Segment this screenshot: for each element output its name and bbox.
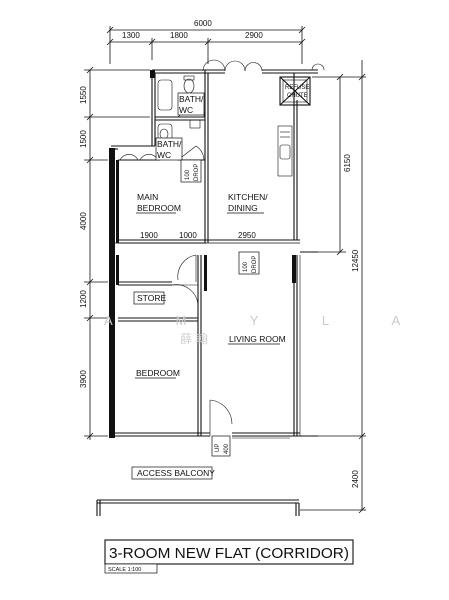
dim-left-5: 3900: [79, 370, 88, 388]
label-bath1-line1: BATH/: [179, 94, 204, 104]
label-bath2-line1: BATH/: [157, 139, 182, 149]
label-kitchen-line1: KITCHEN/: [228, 192, 268, 202]
wall-pier-1: [116, 160, 119, 243]
doors-and-windows: [96, 59, 325, 516]
top-dimension-lines: [106, 26, 306, 64]
label-main-bedroom-line1: MAIN: [137, 192, 158, 202]
label-refuse-line2: CHUTE: [287, 93, 308, 99]
label-kitchen-line2: DINING: [228, 203, 258, 213]
tag-drop2-label: DROP: [252, 256, 258, 273]
dim-overall-width: 6000: [194, 19, 212, 28]
label-access-balcony: ACCESS BALCONY: [137, 468, 215, 478]
tag-drop1-label: DROP: [194, 164, 200, 181]
scale-box: [104, 563, 158, 574]
label-bath1-line2: WC: [179, 105, 193, 115]
label-refuse-line1: REFUSE: [285, 85, 309, 91]
watermark-cn: 薛 翰: [180, 331, 208, 346]
tag-drop2-value: 100: [243, 261, 249, 272]
label-bedroom: BEDROOM: [136, 368, 180, 378]
wall-pier-3: [204, 255, 207, 291]
dim-top-seg2: 1800: [170, 31, 188, 40]
label-store: STORE: [137, 293, 166, 303]
dim-inner-c: 2950: [238, 231, 256, 240]
left-dimension-lines: [84, 66, 150, 440]
dim-left-3: 4000: [79, 212, 88, 230]
tag-drop1-value: 100: [185, 169, 191, 180]
wall-pier-4: [292, 255, 296, 283]
dim-top-seg3: 2900: [245, 31, 263, 40]
dim-right-2: 12450: [351, 249, 360, 272]
tag-up-value: 400: [224, 443, 230, 454]
dim-right-1: 6150: [343, 154, 352, 172]
label-main-bedroom-line2: BEDROOM: [137, 203, 181, 213]
right-dimension-lines: [300, 60, 366, 514]
dim-right-3: 2400: [351, 470, 360, 488]
dim-left-1: 1550: [79, 86, 88, 104]
dim-inner-b: 1000: [179, 231, 197, 240]
external-wall-left: [109, 148, 115, 438]
dim-inner-a: 1900: [140, 231, 158, 240]
fixtures: [157, 75, 308, 177]
wall-pier-5: [150, 70, 155, 78]
dim-top-seg1: 1300: [122, 31, 140, 40]
label-living-room: LIVING ROOM: [229, 334, 286, 344]
wall-pier-2: [116, 255, 119, 285]
dim-left-2: 1500: [79, 130, 88, 148]
watermark-latin: A M Y L A T O H: [104, 313, 449, 328]
label-bath2-line2: WC: [157, 150, 171, 160]
plan-title: 3-ROOM NEW FLAT (CORRIDOR): [109, 545, 349, 562]
title-box: [104, 539, 354, 565]
tag-up-label: UP: [215, 444, 221, 452]
walls: [111, 69, 318, 437]
plan-scale: SCALE 1:100: [108, 567, 141, 573]
dim-left-4: 1200: [79, 290, 88, 308]
